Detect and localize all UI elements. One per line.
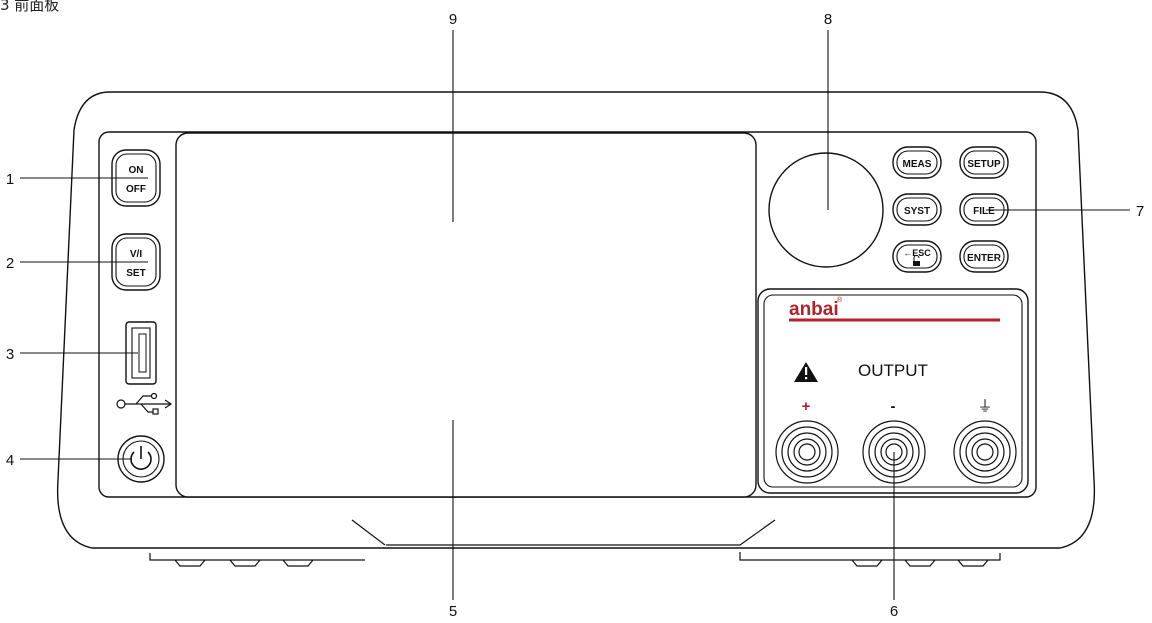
lock-icon	[913, 255, 920, 266]
enter-label: ENTER	[967, 253, 1002, 264]
minus-label: -	[891, 398, 896, 415]
bottom-stand	[149, 519, 1001, 567]
callout-5: 5	[449, 603, 457, 620]
ground-terminal[interactable]	[953, 420, 1017, 484]
usb-icon	[116, 392, 173, 415]
meas-label: MEAS	[903, 159, 932, 170]
vi-set-key[interactable]: V/I SET	[111, 233, 161, 291]
on-off-key[interactable]: ON OFF	[111, 149, 161, 207]
brand-logo: anbai	[789, 299, 839, 320]
set-label: SET	[126, 268, 145, 279]
vi-label: V/I	[130, 249, 142, 260]
file-label: FILE	[973, 206, 995, 217]
esc-label: ←ESC	[903, 248, 931, 258]
plus-label: +	[802, 398, 811, 415]
display-screen	[175, 132, 757, 498]
file-key[interactable]: FILE	[959, 193, 1009, 226]
leader-lines	[20, 30, 1130, 600]
callout-7: 7	[1136, 203, 1144, 220]
ground-label: ⏚	[977, 398, 992, 415]
syst-label: SYST	[904, 206, 930, 217]
output-label: OUTPUT	[858, 361, 928, 380]
rotary-knob[interactable]	[768, 152, 884, 268]
output-panel: anbai ® OUTPUT + - ⏚	[757, 288, 1029, 494]
on-label: ON	[129, 165, 144, 176]
callout-8: 8	[824, 11, 832, 28]
enter-key[interactable]: ENTER	[959, 240, 1009, 273]
callout-2: 2	[6, 255, 14, 272]
setup-key[interactable]: SETUP	[959, 146, 1009, 179]
power-icon	[130, 451, 152, 470]
esc-key[interactable]: ←ESC	[892, 240, 942, 273]
usb-port[interactable]	[125, 321, 157, 385]
syst-key[interactable]: SYST	[892, 193, 942, 226]
callout-1: 1	[6, 171, 14, 188]
callout-3: 3	[6, 346, 14, 363]
warning-icon	[794, 362, 818, 382]
setup-label: SETUP	[967, 159, 1001, 170]
callout-4: 4	[6, 452, 14, 469]
section-title: 3 前面板	[0, 0, 60, 14]
meas-key[interactable]: MEAS	[892, 146, 942, 179]
chassis-outline	[56, 91, 1096, 549]
positive-terminal[interactable]	[775, 420, 839, 484]
callout-6: 6	[890, 603, 898, 620]
off-label: OFF	[126, 184, 146, 195]
callout-9: 9	[449, 11, 457, 28]
registered-mark: ®	[837, 296, 843, 304]
